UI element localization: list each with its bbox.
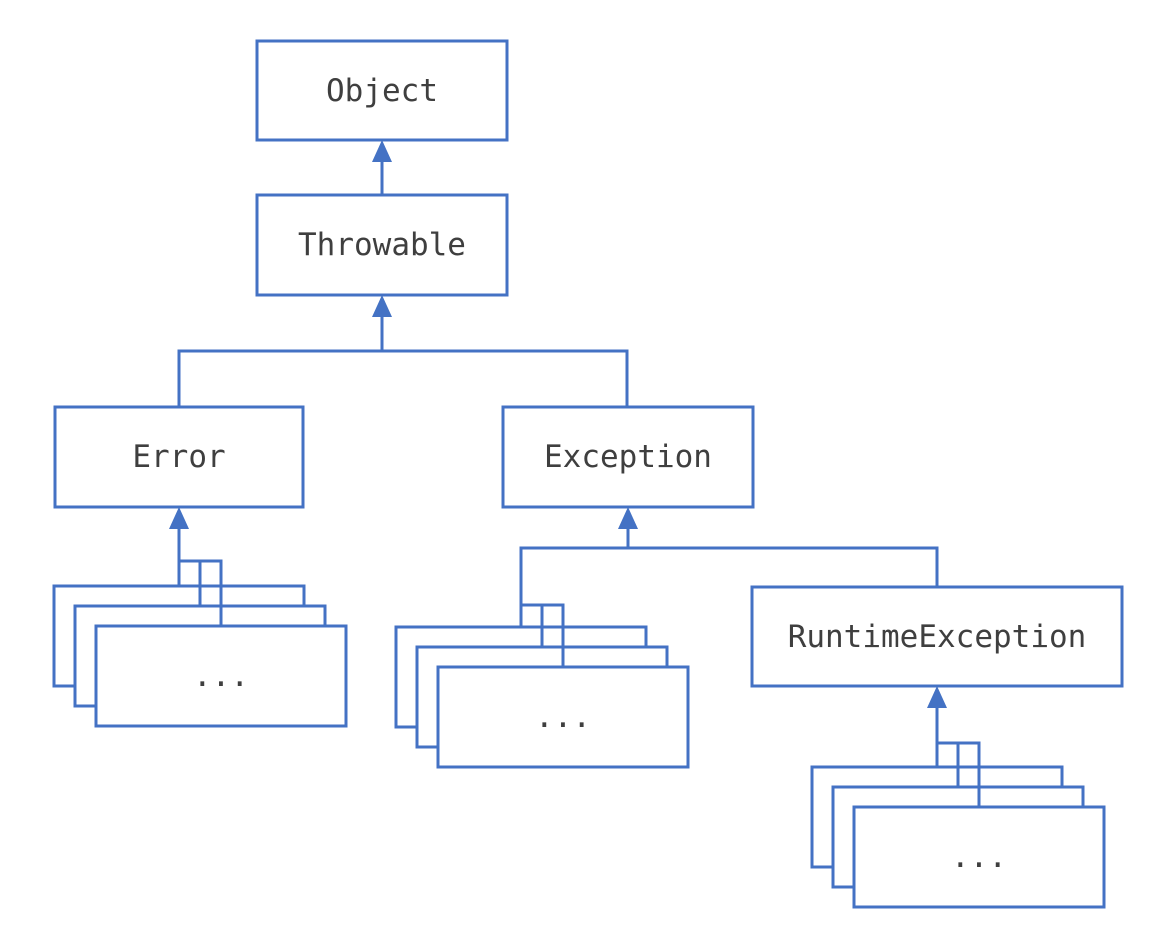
arrowhead-icon <box>618 507 638 529</box>
edge-throwable-to-object <box>372 140 392 195</box>
node-throwable-box <box>255 193 509 297</box>
arrowhead-icon <box>372 295 392 317</box>
exception-subclasses-stack <box>394 625 690 769</box>
error-subclasses-ellipsis-label: ... <box>193 658 249 694</box>
edge-runtime-to-subclasses <box>927 686 981 807</box>
node-object: Object <box>255 39 509 142</box>
node-error-label: Error <box>132 439 225 475</box>
node-error-box <box>53 405 305 509</box>
arrowhead-icon <box>169 507 189 529</box>
node-runtime-exception-box <box>750 585 1124 688</box>
stack-box-front <box>436 665 690 769</box>
exception-subclasses-ellipsis-label: ... <box>535 699 591 735</box>
error-subclasses-stack <box>52 584 348 728</box>
stack-box-front <box>852 805 1106 909</box>
runtime-subclasses-ellipsis-label: ... <box>951 839 1007 875</box>
node-object-box <box>255 39 509 142</box>
edge-exception-to-children <box>519 507 939 667</box>
arrowhead-icon <box>372 140 392 162</box>
node-error: Error <box>53 405 305 509</box>
node-runtime-exception: RuntimeException <box>750 585 1124 688</box>
arrowhead-icon <box>927 686 947 708</box>
node-throwable: Throwable <box>255 193 509 297</box>
node-exception-box <box>501 405 755 509</box>
edge-error-to-subclasses <box>169 507 223 626</box>
node-runtime-exception-label: RuntimeException <box>788 619 1087 655</box>
node-exception: Exception <box>501 405 755 509</box>
node-object-label: Object <box>326 73 438 109</box>
edge-throwable-children-bar <box>177 295 629 407</box>
node-exception-label: Exception <box>544 439 712 475</box>
runtime-subclasses-stack <box>810 765 1106 909</box>
node-throwable-label: Throwable <box>298 227 466 263</box>
